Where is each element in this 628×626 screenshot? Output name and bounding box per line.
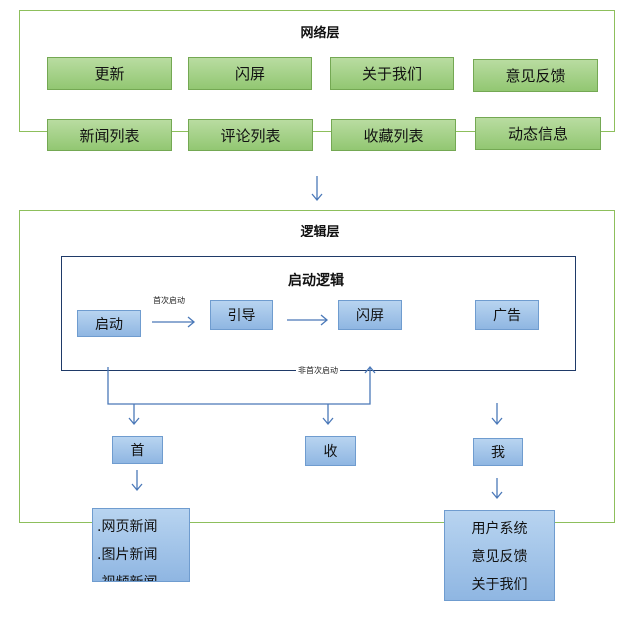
me-list-item-about-us: 关于我们 xyxy=(471,577,528,593)
home-list-item-photo-news: .图片新闻 xyxy=(97,547,158,563)
home-list-item-web-news: .网页新闻 xyxy=(97,519,158,535)
me-list-item-user-system: 用户系统 xyxy=(471,521,528,537)
network-box-splash: 闪屏 xyxy=(188,57,312,90)
network-box-update: 更新 xyxy=(47,57,172,90)
tab-home-box: 首 xyxy=(112,436,163,464)
home-feature-list: .网页新闻 .图片新闻 .视频新闻 xyxy=(92,508,190,582)
startup-logic-title: 启动逻辑 xyxy=(288,273,344,289)
network-box-favorite-list: 收藏列表 xyxy=(331,119,456,151)
network-box-activity-info: 动态信息 xyxy=(475,117,601,150)
logic-layer-title: 逻辑层 xyxy=(300,225,340,237)
home-list-item-video-news: .视频新闻 xyxy=(93,569,189,581)
me-feature-list: 用户系统 意见反馈 关于我们 xyxy=(444,510,555,601)
startup-box-splash: 闪屏 xyxy=(338,300,402,330)
network-layer-title: 网络层 xyxy=(300,26,340,41)
me-list-item-feedback: 意见反馈 xyxy=(471,549,528,565)
tab-me-box: 我 xyxy=(473,438,523,466)
startup-box-ad: 广告 xyxy=(475,300,539,330)
non-first-launch-label: 非首次启动 xyxy=(296,365,340,376)
first-launch-label: 首次启动 xyxy=(153,296,185,305)
network-box-comment-list: 评论列表 xyxy=(188,119,313,151)
tab-favorites-box: 收 xyxy=(305,436,356,466)
network-box-news-list: 新闻列表 xyxy=(47,119,172,151)
startup-box-guide: 引导 xyxy=(210,300,273,330)
startup-box-start: 启动 xyxy=(77,310,141,337)
arrow-non-first-launch xyxy=(107,367,371,405)
network-box-about-us: 关于我们 xyxy=(330,57,454,90)
network-box-feedback: 意见反馈 xyxy=(473,59,598,92)
